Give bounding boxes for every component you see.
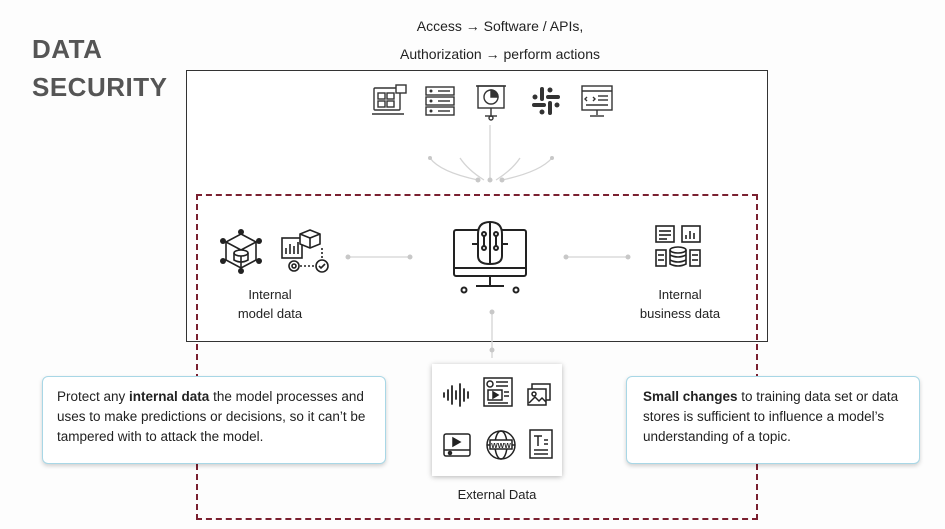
data-workflow-icon <box>281 229 329 273</box>
callout-left-text-post: the model processes and uses to make pre… <box>57 389 366 444</box>
external-data-card: WWW <box>432 364 562 476</box>
business-data-icon <box>655 225 701 267</box>
internal-data-callout: Protect any internal data the model proc… <box>42 376 386 464</box>
external-data-label: External Data <box>457 487 537 502</box>
image-icon <box>527 383 551 406</box>
internal-model-line1: Internal <box>248 287 292 302</box>
computer-access-icon <box>372 84 407 115</box>
internal-business-line2: business data <box>639 306 721 321</box>
audio-wave-icon <box>443 383 469 407</box>
svg-text:WWW: WWW <box>491 443 511 450</box>
page-title: DATA SECURITY <box>32 30 167 106</box>
callout-right-text-post: to training data set or data stores is s… <box>643 389 899 444</box>
internal-business-data-label: Internal business data <box>622 285 738 323</box>
small-changes-callout: Small changes to training data set or da… <box>626 376 920 464</box>
video-icon <box>443 433 471 457</box>
ai-brain-monitor-icon <box>453 220 527 294</box>
internal-model-data-label: Internal model data <box>214 285 326 323</box>
top-caption: Access → Software / APIs, Authorization … <box>300 12 700 68</box>
page-title-line2: SECURITY <box>32 72 168 102</box>
callout-right-emphasis: Small changes <box>643 389 738 404</box>
top-caption-line2: Authorization → perform actions <box>400 46 600 62</box>
network-cube-icon <box>220 229 262 274</box>
presentation-board-icon <box>476 85 506 121</box>
code-window-icon <box>581 85 613 117</box>
page-title-line1: DATA <box>32 34 103 64</box>
slack-icon <box>532 87 560 115</box>
text-document-icon <box>529 429 553 459</box>
news-article-icon <box>483 377 513 407</box>
system-boundary-box <box>186 70 768 342</box>
data-security-boundary <box>196 194 758 520</box>
internal-business-line1: Internal <box>658 287 702 302</box>
top-caption-line1: Access → Software / APIs, <box>416 18 584 34</box>
callout-left-emphasis: internal data <box>129 389 210 404</box>
internal-model-line2: model data <box>237 306 303 321</box>
callout-left-text-pre: Protect any <box>57 389 130 404</box>
server-rack-icon <box>425 86 455 116</box>
web-globe-icon: WWW <box>486 430 516 460</box>
